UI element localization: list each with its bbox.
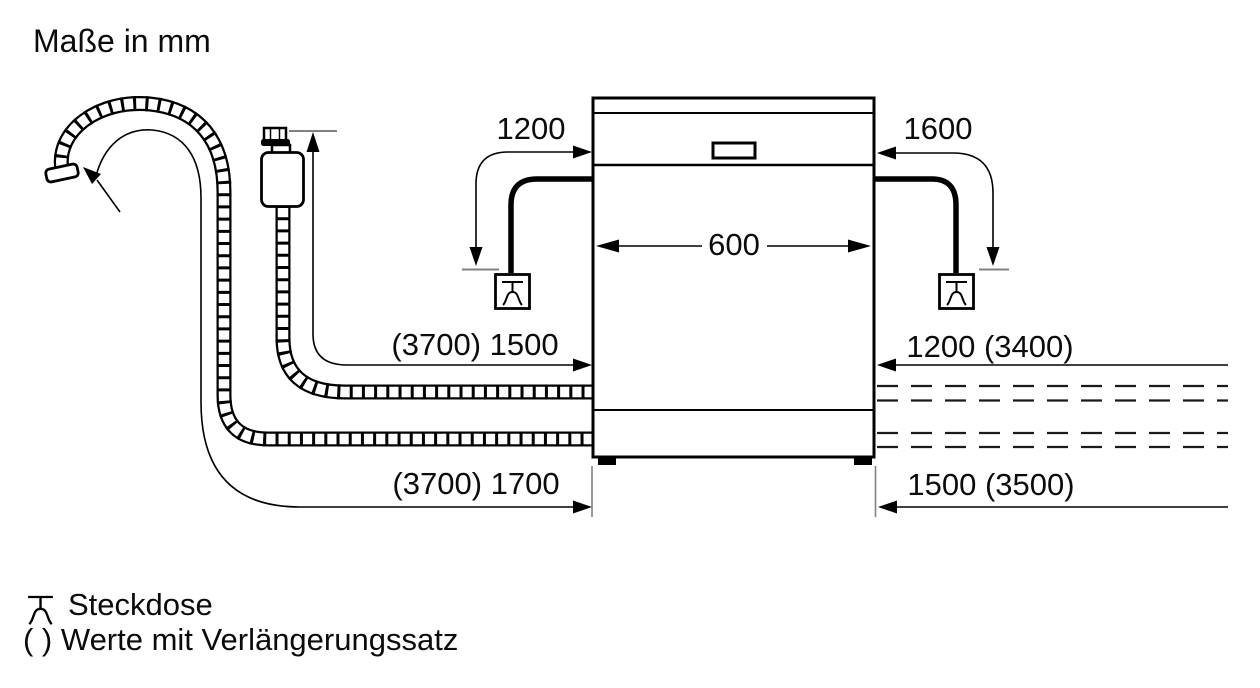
legend-socket-label: Steckdose <box>68 587 213 622</box>
dimension-label-drain-right: 1500 (3500) <box>907 467 1075 502</box>
dimension-socket-right-arrow <box>877 146 1009 271</box>
aquastop-valve-icon <box>260 126 305 208</box>
foot-right <box>854 457 872 465</box>
dimension-label-supply-left: (3700) 1500 <box>391 327 559 362</box>
socket-box-right <box>938 273 975 310</box>
supply-hose <box>275 205 592 400</box>
power-cord-left <box>508 176 593 273</box>
dimension-drain-right-arrow <box>878 500 1228 514</box>
drain-hose-end-icon <box>44 162 80 184</box>
socket-box-left <box>494 273 531 310</box>
page-title: Maße in mm <box>33 23 211 59</box>
dimension-label-socket-left: 1200 <box>496 111 566 146</box>
dishwasher-outline <box>591 96 876 465</box>
legend-extension-note: ( ) Werte mit Verlängerungssatz <box>23 622 459 657</box>
dimension-label-drain-left: (3700) 1700 <box>392 466 560 501</box>
dimension-supply-right-arrow <box>877 358 1228 372</box>
drain-hose <box>44 95 592 447</box>
dimension-label-socket-right: 1600 <box>903 111 973 146</box>
door-handle <box>711 141 757 160</box>
socket-icon <box>26 595 55 626</box>
extended-hose-dashed-lines <box>877 384 1228 449</box>
dimension-width-arrow <box>596 239 871 253</box>
foot-left <box>598 457 616 465</box>
dimension-drain-left-arrow <box>83 129 592 514</box>
power-cord-right <box>874 176 959 273</box>
dimension-socket-left-arrow <box>462 145 592 271</box>
dimension-supply-left-arrow <box>289 130 592 372</box>
dimension-label-supply-right: 1200 (3400) <box>906 329 1074 364</box>
extension-lines <box>591 466 877 517</box>
dimension-label-width: 600 <box>708 227 760 262</box>
